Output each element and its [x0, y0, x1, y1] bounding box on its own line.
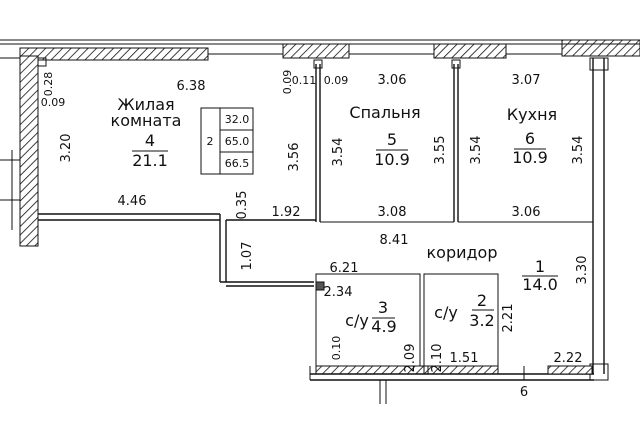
bath3-area: 4.9 [371, 317, 396, 336]
bath2-number: 2 [477, 291, 487, 310]
corridor-name: коридор [426, 243, 497, 262]
room-bedroom: Спальня 5 10.9 [349, 103, 420, 169]
corridor-area: 14.0 [522, 275, 558, 294]
room-corridor: коридор 1 14.0 [426, 243, 558, 294]
kitchen-area: 10.9 [512, 148, 548, 167]
dim-corridor-right: 3.30 [575, 256, 590, 285]
bedroom-area: 10.9 [374, 150, 410, 169]
summary-value-1: 32.0 [225, 113, 250, 126]
dim-living-bottom-right: 1.92 [272, 205, 301, 220]
bottom-hatch-right [547, 365, 593, 375]
dim-living-right: 3.56 [287, 143, 302, 172]
dim-living-top: 6.38 [177, 79, 206, 94]
dim-kitchen-top: 3.07 [512, 73, 541, 88]
summary-outer [200, 107, 254, 175]
bath2-area: 3.2 [469, 311, 494, 330]
dim-corridor-mid: 6.21 [330, 261, 359, 276]
dim-living-left: 3.20 [59, 134, 74, 163]
dim-living-step: 0.35 [235, 191, 250, 220]
left-wall [19, 55, 39, 247]
bedroom-number: 5 [387, 130, 397, 149]
bath2-name: с/у [434, 303, 458, 322]
kitchen-number: 6 [525, 129, 535, 148]
top-wall-right-a [433, 43, 507, 59]
dim-bedroom-bottom: 3.08 [378, 205, 407, 220]
right-wall-cap-top [589, 57, 609, 71]
dim-bedroom-left: 3.54 [331, 138, 346, 167]
dim-bath3-top: 2.34 [324, 285, 353, 300]
bedroom-name: Спальня [349, 103, 420, 122]
bath3-corner [315, 281, 325, 291]
kitchen-name: Кухня [507, 105, 557, 124]
dim-kitchen-left: 3.54 [469, 136, 484, 165]
dim-bath2-left: 2.10 [430, 344, 445, 373]
dim-bath3-right: 2.09 [403, 344, 418, 373]
room-bath2: с/у 2 3.2 [434, 291, 495, 330]
living-name-line2: комната [111, 111, 182, 130]
dim-wall-b: 0.11 [292, 74, 317, 87]
top-wall-mid [282, 43, 350, 59]
axis-mark-6: 6 [520, 385, 528, 400]
dim-bath2-bottom: 1.51 [450, 351, 479, 366]
living-number: 4 [145, 131, 155, 150]
dim-living-bottom: 4.46 [118, 194, 147, 209]
room-living: Жилая комната 4 21.1 [111, 95, 182, 170]
room-bath3: с/у 3 4.9 [345, 298, 397, 336]
bath3-name: с/у [345, 311, 369, 330]
room-kitchen: Кухня 6 10.9 [507, 105, 557, 167]
corridor-number: 1 [535, 257, 545, 276]
dim-corridor-top: 8.41 [380, 233, 409, 248]
bath3-number: 3 [378, 298, 388, 317]
dim-bedroom-right: 3.55 [433, 136, 448, 165]
dim-living-corner-b: 0.09 [41, 96, 66, 109]
post-living-corner [37, 57, 47, 67]
dimensions: 6.38 3.20 0.28 0.09 3.56 4.46 0.35 1.92 … [41, 70, 590, 373]
summary-value-3: 66.5 [225, 157, 250, 170]
dim-bottom-right: 2.22 [554, 351, 583, 366]
post-kitchen-top [451, 59, 461, 69]
walls [0, 39, 640, 404]
post-bedroom-top [313, 59, 323, 69]
dim-wall-c: 0.09 [324, 74, 349, 87]
living-name-line1: Жилая [117, 95, 174, 114]
dim-bedroom-top: 3.06 [378, 73, 407, 88]
dim-kitchen-bottom: 3.06 [512, 205, 541, 220]
dim-bath3-wall: 0.10 [330, 336, 343, 361]
summary-rooms-count: 2 [207, 135, 214, 148]
dim-bath2-right: 2.21 [501, 304, 516, 333]
top-wall-left [19, 47, 209, 61]
summary-value-2: 65.0 [225, 135, 250, 148]
summary-table: 2 32.0 65.0 66.5 [200, 107, 254, 175]
dim-corridor-left: 1.07 [240, 242, 255, 271]
top-wall-right-b [561, 39, 640, 57]
dim-wall-a: 0.09 [281, 70, 294, 95]
living-area: 21.1 [132, 151, 168, 170]
dim-living-corner-a: 0.28 [42, 72, 55, 97]
dim-kitchen-right: 3.54 [571, 136, 586, 165]
